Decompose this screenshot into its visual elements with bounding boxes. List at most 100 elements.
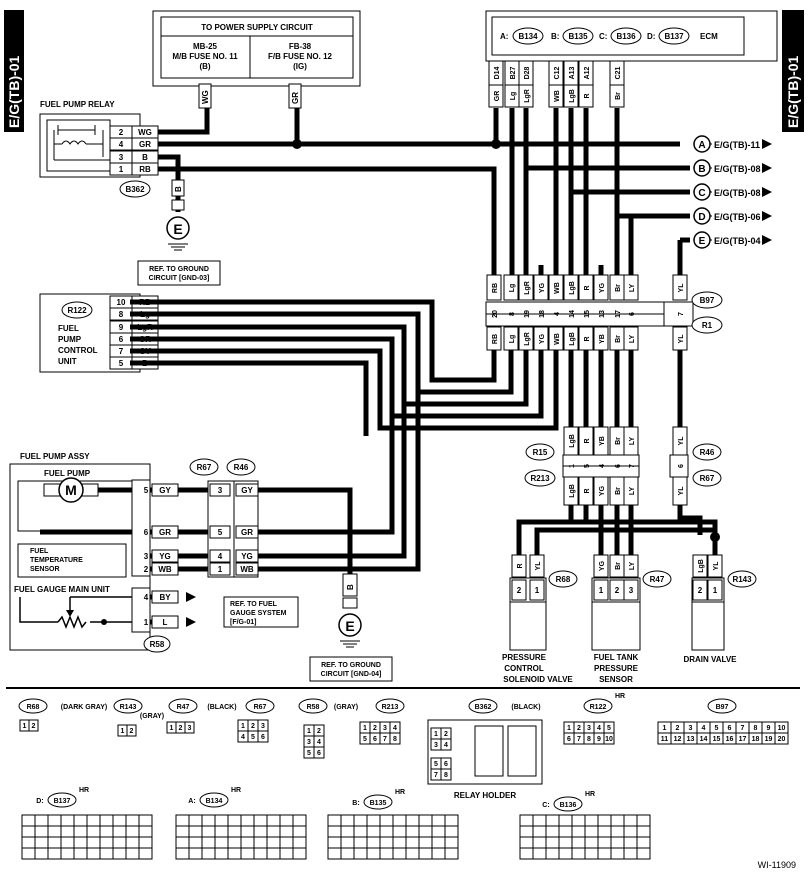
legend-a_b134-id: B134 (206, 798, 223, 805)
r15-bottom-4: LY (629, 487, 636, 496)
pump-label: FUEL PUMP (44, 469, 91, 478)
r67-wire-2: YG (241, 552, 253, 561)
r67-wire-0: GY (241, 486, 253, 495)
tank_sensor-wire-2: LY (629, 562, 636, 571)
r15-bottom-2: YG (599, 485, 606, 496)
b97-top-5: LgB (569, 281, 576, 295)
legend-r122: R122 (590, 704, 607, 711)
ecm-wire-5: R (584, 93, 591, 98)
drain_valve-pin-0: 2 (698, 586, 703, 595)
legend-r122-pin-0: 1 (567, 725, 571, 732)
pump-pin-5: 1 (144, 618, 149, 627)
fpcu-name-1: FUEL (58, 324, 79, 333)
b97-bottom-4: WB (554, 333, 561, 345)
r15-top-3: Br (615, 437, 622, 445)
legend-b362-pinB-3: 8 (444, 772, 448, 779)
legend-a_b134-letter: A: (188, 798, 195, 805)
r67-pin-2: 4 (218, 552, 223, 561)
b97-top-3: YG (539, 282, 546, 293)
r67-label: R67 (197, 463, 212, 472)
legend-r58-pin-3: 4 (317, 739, 321, 746)
legend-r143-color: (GRAY) (140, 713, 164, 720)
b97-label: B97 (700, 296, 715, 305)
legend-c_b136-id: B136 (560, 802, 577, 809)
relay-connector-label: B362 (119, 180, 151, 198)
r213-label: R213 (530, 474, 550, 483)
ecm-conn-d-letter: D: (647, 32, 655, 41)
b97-pin-7: 13 (599, 310, 606, 318)
legend-c_b136-letter: C: (542, 802, 549, 809)
legend-b97-pin-14: 15 (713, 736, 721, 743)
ecm-conn-a: B134 (518, 32, 538, 41)
r46-right-label: R46 (700, 448, 715, 457)
pump-assy-title: FUEL PUMP ASSY (20, 452, 90, 461)
legend-b97-pin-16: 17 (739, 736, 747, 743)
b97-bottom-3: YG (539, 333, 546, 344)
r46-top: YL (678, 436, 685, 446)
r46-pin: 6 (678, 464, 685, 468)
pressure_valve-wire-1: YL (535, 561, 542, 571)
legend-b362-pinA-0: 1 (434, 731, 438, 738)
ref-3-label: E/G(TB)-06 (714, 212, 761, 222)
legend-b97-pin-9: 10 (778, 725, 786, 732)
legend-r122-pin-3: 4 (597, 725, 601, 732)
b97-pin-0: 20 (492, 310, 499, 318)
r15-pin-3: 6 (615, 464, 622, 468)
figure-code: WI-11909 (758, 860, 796, 870)
ecm-wire-3: WB (554, 90, 561, 102)
fpcu-pin-1: 8 (119, 310, 124, 319)
temp-sensor-1: FUEL (30, 548, 49, 555)
power-wire-wg: WG (201, 90, 210, 104)
relay-wire-0: WG (138, 128, 152, 137)
legend-r47-pin-1: 2 (179, 725, 183, 732)
legend-r122-pin-4: 5 (607, 725, 611, 732)
r46-bottom: YL (678, 486, 685, 496)
temp-sensor-3: SENSOR (30, 566, 60, 573)
b97-connector: B97 R1 (485, 291, 723, 334)
r68-label: R68 (556, 575, 571, 584)
legend-b97-pin-3: 4 (702, 725, 706, 732)
legend-b362-pinB-2: 7 (434, 772, 438, 779)
legend-r213: R213 (382, 704, 399, 711)
ecm-wire-6: Br (615, 92, 622, 100)
legend-b_b135-letter: B: (352, 800, 359, 807)
b97-top-2: LgR (524, 281, 531, 295)
legend-r122-pin-8: 9 (597, 736, 601, 743)
ground2-wire: B (346, 584, 355, 590)
fpcu-pin-2: 9 (119, 323, 124, 332)
ecm-conn-c-letter: C: (599, 32, 607, 41)
b97-bottom-9: LY (629, 335, 636, 344)
pressure_valve-pin-0: 2 (517, 586, 522, 595)
r67-pin-0: 3 (218, 486, 223, 495)
r67-pin-1: 5 (218, 528, 223, 537)
ref-3-letter: D (698, 212, 705, 223)
legend-r58-pin-2: 3 (307, 739, 311, 746)
power-title: TO POWER SUPPLY CIRCUIT (201, 23, 313, 32)
tank-sensor-label-2: SENSOR (599, 675, 633, 684)
legend-d_b137-id: B137 (54, 798, 71, 805)
tank-sensor-label-0: FUEL TANK (594, 653, 639, 662)
pump-pin-3: 2 (144, 565, 149, 574)
relay-wire-2: B (142, 153, 148, 162)
r1-label: R1 (702, 321, 713, 330)
gauge-ref-2: GAUGE SYSTEM (230, 610, 287, 617)
motor-symbol: M (65, 482, 77, 498)
drain_valve-wire-1: YL (713, 561, 720, 571)
ground1-symbol: E (173, 221, 182, 237)
r47-label: R47 (650, 575, 665, 584)
b97-pin-9: 6 (629, 312, 636, 316)
legend-b97-pin-17: 18 (752, 736, 760, 743)
r67-right-label: R67 (700, 474, 715, 483)
legend-r67-pin-0: 1 (241, 723, 245, 730)
pressure-valve-label-1: CONTROL (504, 664, 544, 673)
legend-r47-color: (BLACK) (207, 704, 236, 711)
r15-connector: R15 R213 R46 R67 (524, 443, 722, 487)
ecm-pin-5: A12 (584, 66, 591, 79)
b97-pin-8: 17 (615, 310, 622, 318)
drain_valve-pin-1: 1 (713, 586, 718, 595)
r15-label: R15 (533, 448, 548, 457)
